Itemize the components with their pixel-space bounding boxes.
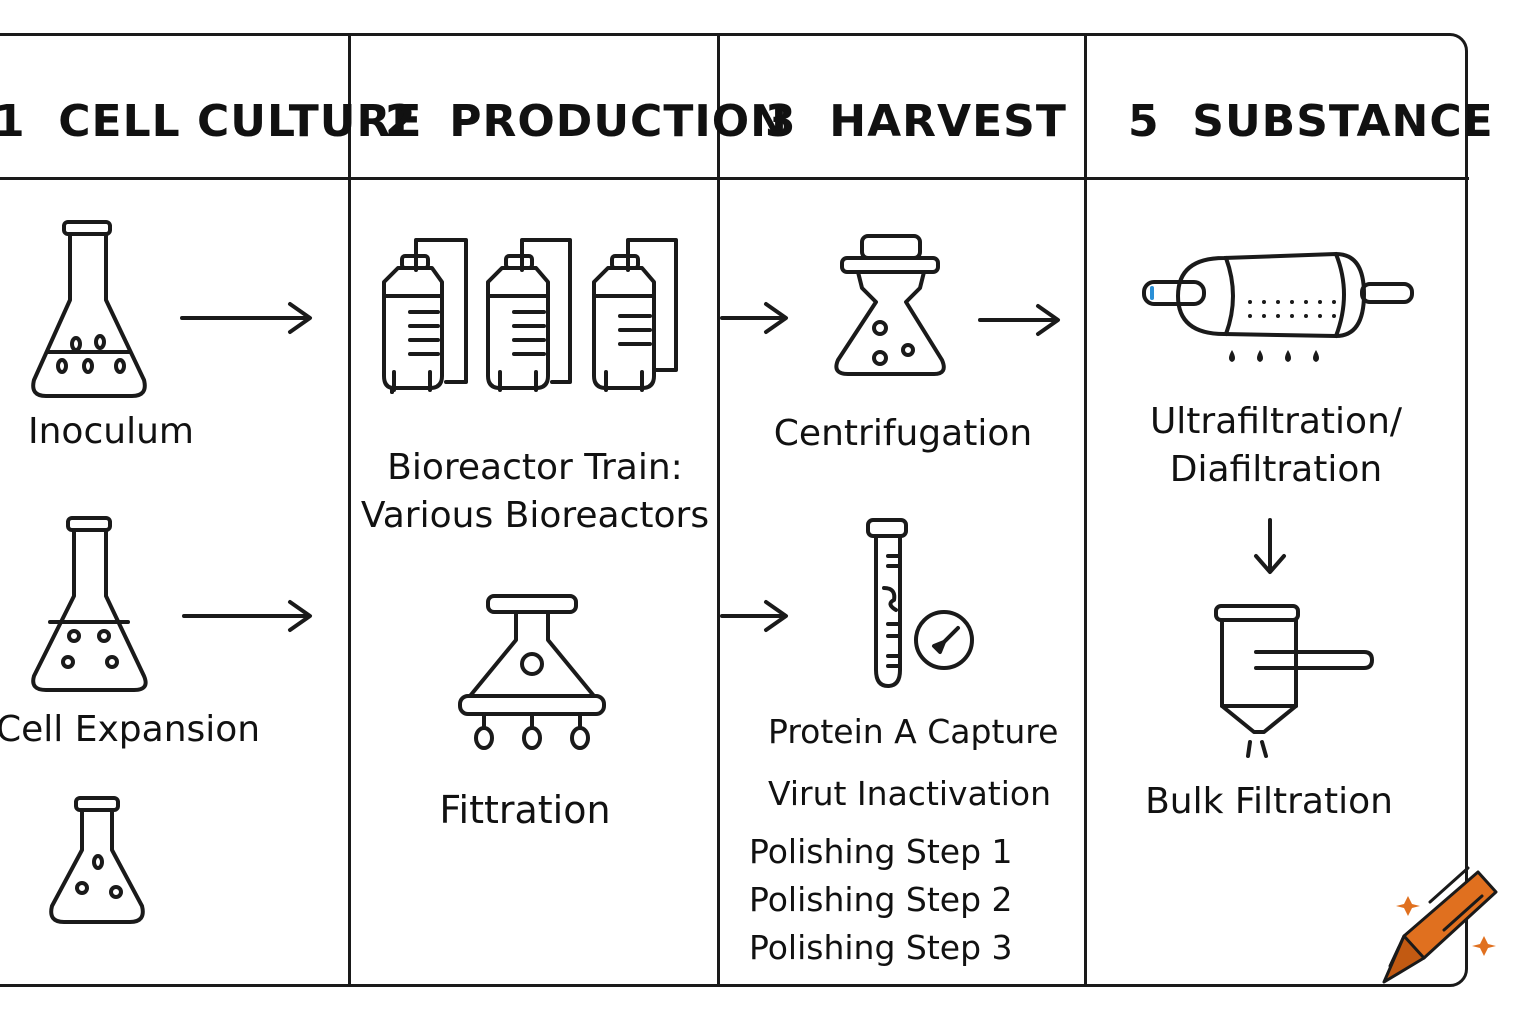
bioreactor-icon-2 [486,238,572,392]
label-filtration: Fittration [439,788,611,832]
gauge-icon [914,610,974,670]
centrifuge-icon [834,234,946,376]
label-inoculum: Inoculum [28,411,194,452]
arrow-icon-2 [182,600,312,632]
bioreactor-icon-3 [592,238,678,392]
arrow-icon-3 [720,302,788,334]
label-virus-inactivation: Virut Inactivation [768,774,1052,813]
header-cell-culture: 1 CELL CULTURE [0,96,423,147]
header-divider [0,177,1469,180]
label-bulk-filtration: Bulk Filtration [1145,781,1393,822]
diagram-frame [0,33,1468,987]
label-protein-a-capture: Protein A Capture [768,712,1059,751]
test-tube-icon [866,518,908,688]
bioreactor-icon-1 [382,238,468,394]
column-divider-1 [348,33,351,987]
label-polishing-2: Polishing Step 2 [749,880,1013,919]
label-ufdf: Ultrafiltration/ Diafiltration [1096,398,1456,494]
column-divider-2 [717,33,720,987]
label-polishing-3: Polishing Step 3 [749,928,1013,967]
label-ufdf-line1: Ultrafiltration/ [1149,401,1403,442]
label-ufdf-line2: Diafiltration [1169,449,1383,490]
arrow-down-icon [1254,518,1286,574]
header-harvest: 3 HARVEST [765,96,1067,147]
label-bioreactor-train: Bioreactor Train: Various Bioreactors [360,444,710,540]
label-cell-expansion: Cell Expansion [0,709,261,750]
column-divider-3 [1084,33,1087,987]
label-bioreactor-line2: Various Bioreactors [360,495,710,536]
label-polishing-1: Polishing Step 1 [749,832,1013,871]
header-substance: 5 SUBSTANCE [1128,96,1494,147]
filtration-icon [458,594,606,750]
label-bioreactor-line1: Bioreactor Train: [387,447,683,488]
flask-icon-cell-expansion [31,516,148,692]
arrow-icon-1 [180,302,312,334]
arrow-icon-5 [720,600,788,632]
membrane-cartridge-icon [1142,252,1414,362]
header-production: 2 PRODUCTION [385,96,788,147]
flask-icon-small [49,796,145,924]
arrow-icon-4 [978,304,1060,336]
flask-icon-inoculum [31,220,147,398]
label-centrifugation: Centrifugation [773,413,1033,454]
crayon-logo-icon [1382,866,1498,984]
filter-funnel-icon [1214,604,1374,758]
